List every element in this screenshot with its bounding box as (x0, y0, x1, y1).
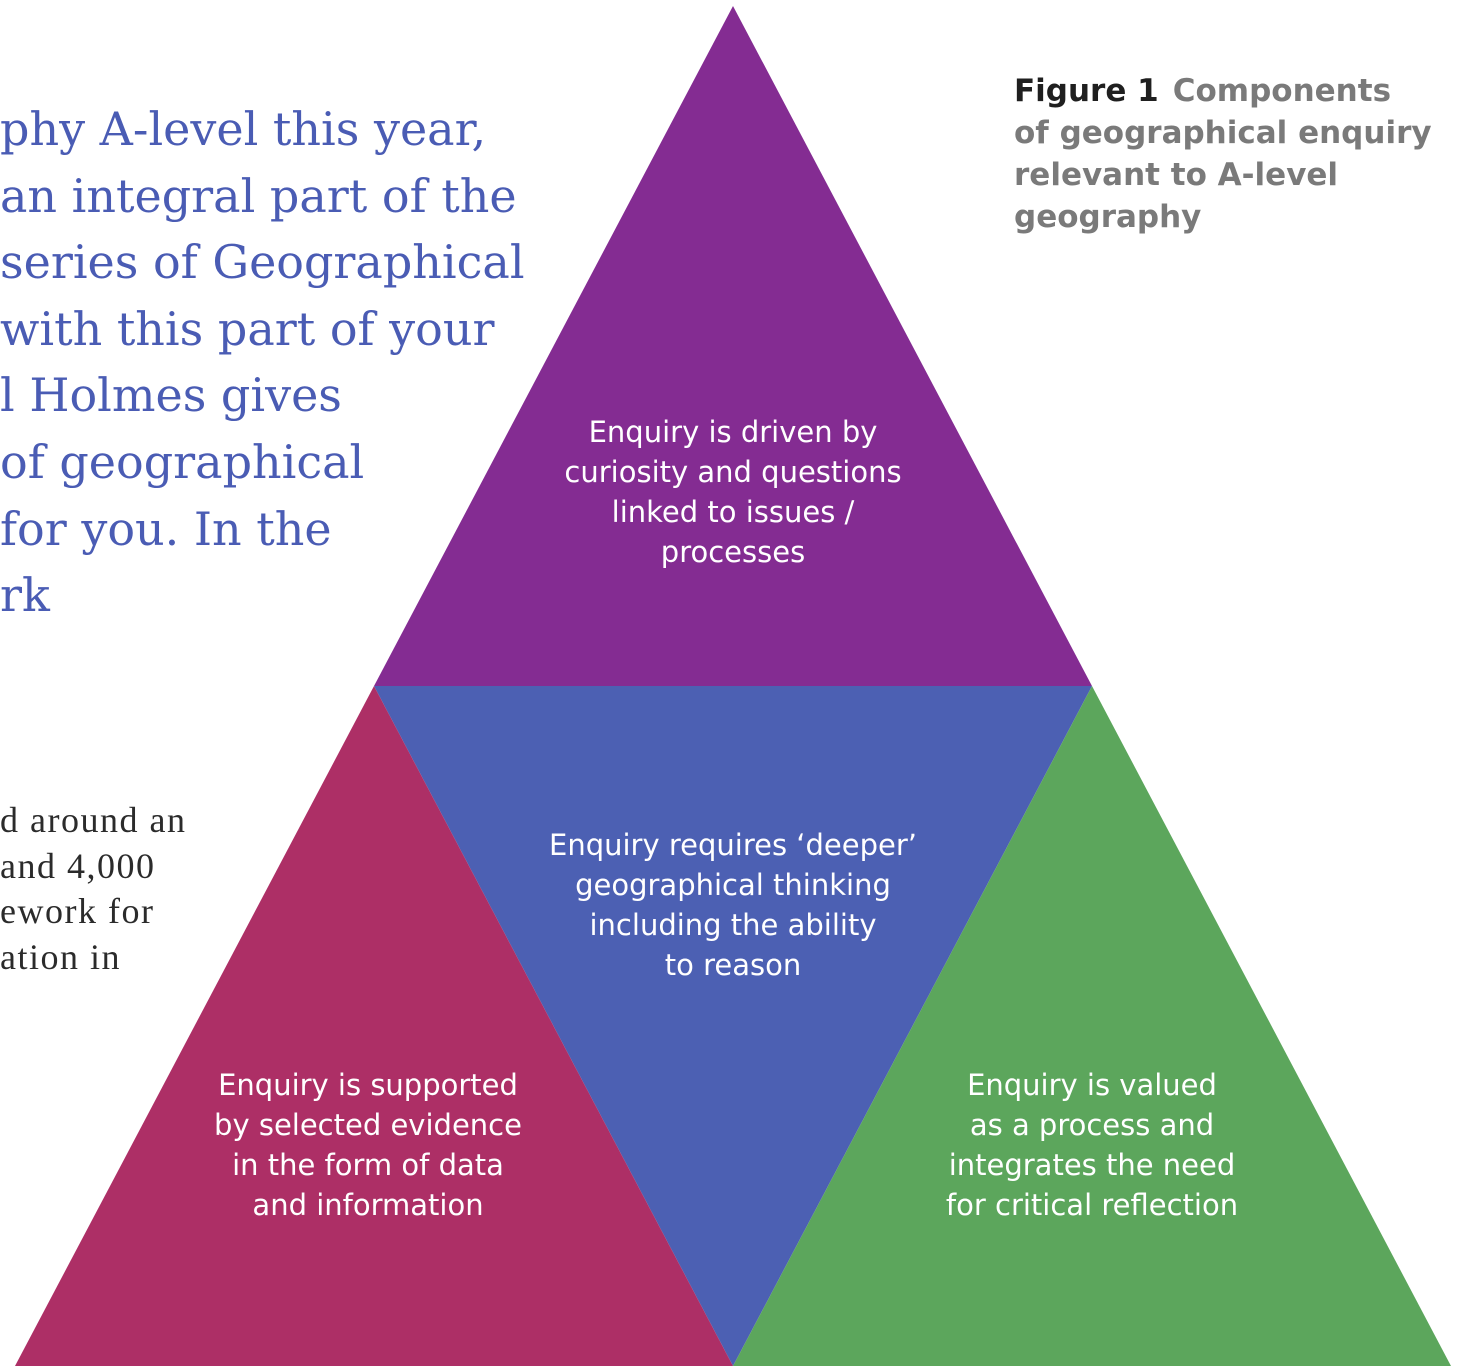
label-line: Enquiry is valued (967, 1068, 1217, 1102)
label-line: curiosity and questions (564, 455, 902, 489)
label-line: Enquiry is supported (218, 1068, 518, 1102)
figure-caption: Figure 1 Components of geographical enqui… (1014, 70, 1434, 238)
intro-headline: phy A-level this year, an integral part … (0, 96, 560, 629)
triangle-top (374, 6, 1092, 686)
label-line: integrates the need (948, 1148, 1236, 1182)
body-text: d around an and 4,000 ework for ation in (0, 798, 360, 980)
caption-text: geography (1014, 199, 1202, 235)
label-line: processes (660, 535, 806, 569)
label-line: geographical thinking (575, 868, 891, 902)
intro-line: of geographical (0, 434, 365, 489)
caption-first-line: Figure 1 Components (1014, 70, 1434, 112)
figure-label: Figure 1 (1014, 73, 1159, 109)
intro-line: l Holmes gives (0, 368, 342, 423)
body-line: and 4,000 (0, 845, 156, 886)
caption-text: relevant to A-level (1014, 157, 1339, 193)
triangle-left (15, 686, 733, 1366)
label-line: including the ability (589, 908, 877, 942)
label-line: and information (252, 1188, 484, 1222)
right-triangle-label: Enquiry is valued as a process and integ… (892, 1065, 1292, 1225)
label-line: Enquiry requires ‘deeper’ (549, 828, 917, 862)
label-line: linked to issues / (611, 495, 855, 529)
top-triangle-label: Enquiry is driven by curiosity and quest… (528, 412, 938, 572)
intro-line: an integral part of the (0, 168, 517, 223)
label-line: Enquiry is driven by (588, 415, 878, 449)
intro-line: phy A-level this year, (0, 102, 487, 156)
body-line: ation in (0, 936, 121, 977)
intro-line: series of Geographical (0, 235, 525, 290)
label-line: as a process and (969, 1108, 1215, 1142)
intro-line: with this part of your (0, 301, 495, 356)
center-triangle-label: Enquiry requires ‘deeper’ geographical t… (528, 825, 938, 985)
caption-text: of geographical enquiry (1014, 115, 1432, 151)
body-line: ework for (0, 891, 155, 931)
left-triangle-label: Enquiry is supported by selected evidenc… (168, 1065, 568, 1225)
triangle-right (733, 686, 1451, 1366)
body-line: d around an (0, 800, 187, 840)
label-line: in the form of data (232, 1148, 504, 1182)
label-line: by selected evidence (214, 1108, 522, 1142)
intro-line: rk (0, 568, 50, 623)
label-line: to reason (664, 948, 802, 982)
caption-text: Components (1172, 73, 1392, 109)
intro-line: for you. In the (0, 501, 332, 556)
label-line: for critical reflection (945, 1188, 1239, 1222)
triangle-center (374, 686, 1092, 1366)
